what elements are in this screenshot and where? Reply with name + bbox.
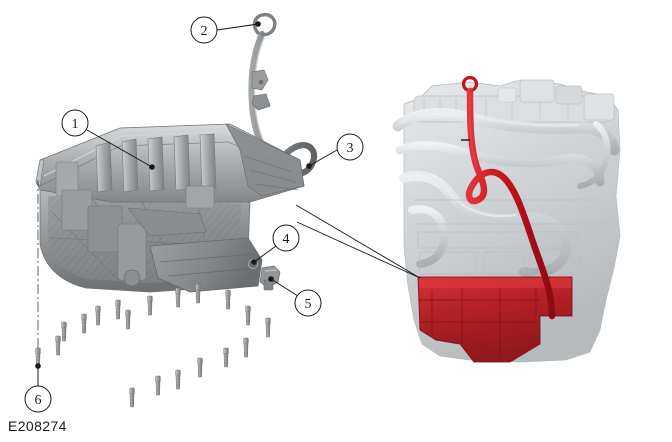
engine-assembly-view bbox=[392, 75, 621, 363]
callout-leader-line bbox=[86, 129, 153, 168]
oil-pan-internal-detail bbox=[55, 161, 215, 287]
oil-pan-bolt bbox=[95, 305, 101, 326]
callout-number: 2 bbox=[201, 24, 208, 39]
oil-pan-bolt bbox=[243, 337, 249, 358]
callout-leader-line bbox=[270, 278, 299, 297]
oil-pan-cast-ribs bbox=[95, 133, 217, 193]
callout-leader-line bbox=[216, 23, 259, 31]
oil-pan-bolt bbox=[195, 283, 201, 304]
callout-5[interactable]: 5 bbox=[268, 276, 322, 317]
oil-pan-bolt bbox=[125, 309, 131, 330]
oil-pan-bolt bbox=[147, 295, 153, 316]
oil-pan-bolt bbox=[245, 305, 251, 326]
callout-bubble[interactable] bbox=[190, 16, 218, 44]
oil-pan-left-edge bbox=[35, 159, 45, 187]
callout-target-dot bbox=[35, 363, 41, 369]
callout-target-dot bbox=[306, 163, 312, 169]
callout-bubble[interactable] bbox=[272, 224, 300, 252]
callout-leader-line bbox=[253, 245, 277, 263]
callout-target-dot bbox=[255, 21, 261, 27]
oil-pan-bolt bbox=[81, 313, 87, 334]
callout-bubble[interactable] bbox=[294, 289, 322, 317]
callout-leader-line bbox=[308, 149, 338, 167]
oil-pan-bolt bbox=[223, 347, 229, 368]
callout-number: 3 bbox=[347, 141, 354, 156]
callout-number: 1 bbox=[72, 117, 79, 132]
oil-pan-bolt bbox=[175, 287, 181, 308]
engine-highlighted-oil-pan bbox=[417, 276, 573, 363]
oil-pan-bolt bbox=[175, 369, 181, 390]
engine-dipstick-highlight bbox=[461, 75, 556, 320]
oil-pan-bolt bbox=[115, 299, 121, 320]
callout-target-dot bbox=[268, 276, 274, 282]
figure-caption: E208274 bbox=[8, 418, 67, 434]
oil-pan-bolt bbox=[155, 375, 161, 396]
callout-layer: 1 2 3 4 5 6 bbox=[24, 16, 364, 413]
callout-number: 6 bbox=[35, 393, 42, 408]
oil-pan bbox=[35, 123, 305, 293]
callout-bubble[interactable] bbox=[336, 133, 364, 161]
callout-3[interactable]: 3 bbox=[306, 133, 364, 169]
callout-bubble[interactable] bbox=[24, 385, 52, 413]
callout-bubble[interactable] bbox=[61, 109, 89, 137]
oil-pan-bolt bbox=[129, 387, 135, 408]
callout-6[interactable]: 6 bbox=[24, 363, 52, 413]
callout-number: 4 bbox=[283, 232, 290, 247]
callout-target-dot bbox=[251, 259, 257, 265]
callout-1[interactable]: 1 bbox=[61, 109, 155, 170]
oil-pan-assembly bbox=[35, 12, 318, 408]
engine-top-accessories bbox=[497, 79, 615, 121]
oil-pan-bolt bbox=[197, 357, 203, 378]
oil-pan-drain-boss-face bbox=[149, 237, 263, 293]
callout-4[interactable]: 4 bbox=[251, 224, 300, 265]
oil-pan-bolt bbox=[265, 317, 271, 338]
oil-pan-bolts bbox=[35, 283, 271, 408]
oil-pan-right-boss bbox=[225, 123, 305, 197]
callout-number: 5 bbox=[305, 297, 312, 312]
oil-pan-bolt bbox=[61, 321, 67, 342]
callout-target-dot bbox=[149, 164, 155, 170]
oil-pan-bolt bbox=[225, 289, 231, 310]
assembly-reference-lines bbox=[295, 204, 421, 279]
dipstick-bracket bbox=[251, 69, 271, 111]
oil-pan-bolt bbox=[55, 335, 61, 356]
engine-coolant-hoses bbox=[392, 108, 620, 278]
callout-2[interactable]: 2 bbox=[190, 16, 261, 44]
